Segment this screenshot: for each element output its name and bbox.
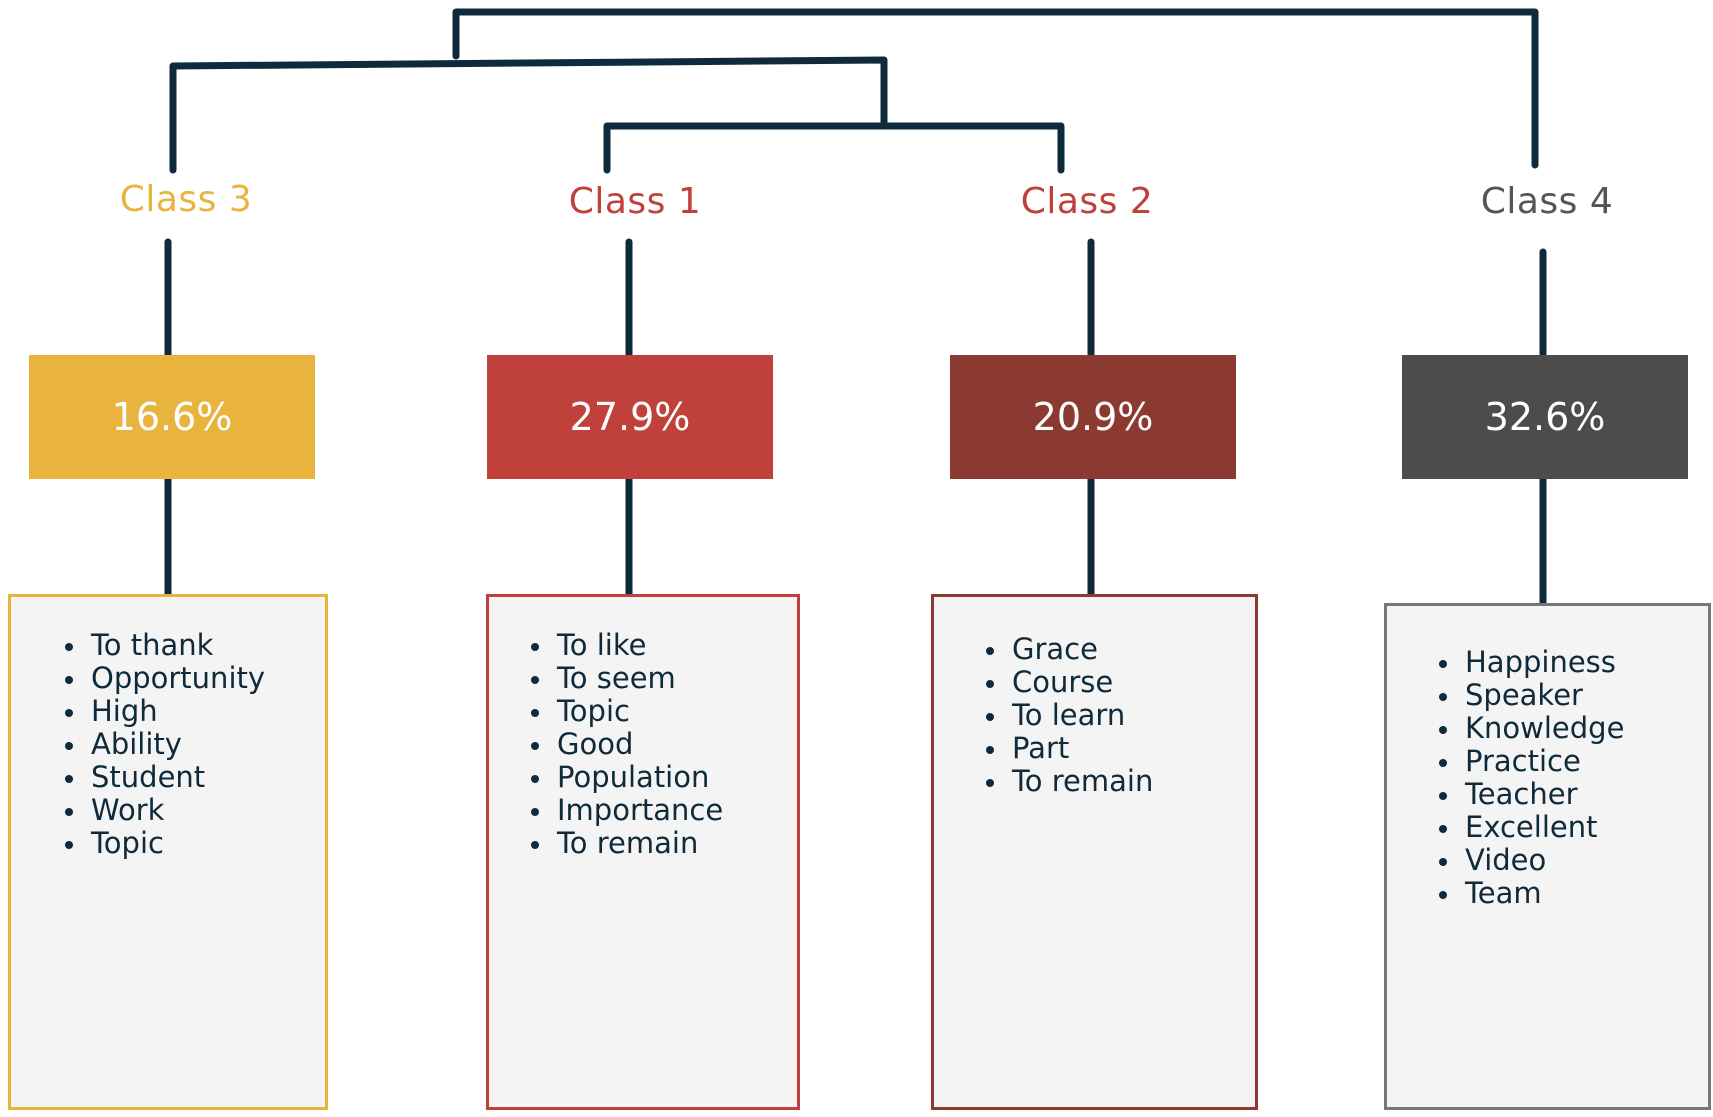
- list-item: Ability: [59, 728, 325, 761]
- list-item: Part: [980, 732, 1255, 765]
- percent-box-class1: 27.9%: [487, 355, 773, 479]
- list-item: Grace: [980, 633, 1255, 666]
- word-list-class3: To thank Opportunity High Ability Studen…: [11, 597, 325, 860]
- link-class3-cluster: [169, 56, 888, 174]
- list-item: To remain: [980, 765, 1255, 798]
- list-item: Practice: [1433, 745, 1708, 778]
- list-item: Good: [525, 728, 797, 761]
- percent-value-class1: 27.9%: [569, 395, 691, 439]
- list-item: Topic: [525, 695, 797, 728]
- percent-value-class2: 20.9%: [1032, 395, 1154, 439]
- word-list-class1: To like To seem Topic Good Population Im…: [489, 597, 797, 860]
- list-item: Importance: [525, 794, 797, 827]
- list-item: Knowledge: [1433, 712, 1708, 745]
- list-item: To like: [525, 629, 797, 662]
- list-item: Course: [980, 666, 1255, 699]
- list-item: Video: [1433, 844, 1708, 877]
- list-item: High: [59, 695, 325, 728]
- word-list-class2: Grace Course To learn Part To remain: [934, 597, 1255, 798]
- class-label-class2: Class 2: [1020, 181, 1154, 222]
- percent-value-class3: 16.6%: [111, 395, 233, 439]
- word-list-box-class2: Grace Course To learn Part To remain: [931, 594, 1258, 1110]
- class-label-class3: Class 3: [119, 179, 253, 220]
- word-list-class4: Happiness Speaker Knowledge Practice Tea…: [1387, 606, 1708, 910]
- list-item: Population: [525, 761, 797, 794]
- list-item: Opportunity: [59, 662, 325, 695]
- root-link: [452, 8, 1539, 169]
- percent-box-class4: 32.6%: [1402, 355, 1688, 479]
- class-label-class4: Class 4: [1480, 181, 1614, 222]
- list-item: Team: [1433, 877, 1708, 910]
- percent-box-class3: 16.6%: [29, 355, 315, 479]
- list-item: Student: [59, 761, 325, 794]
- list-item: Work: [59, 794, 325, 827]
- list-item: To thank: [59, 629, 325, 662]
- percent-box-class2: 20.9%: [950, 355, 1236, 479]
- list-item: Happiness: [1433, 646, 1708, 679]
- list-item: To seem: [525, 662, 797, 695]
- link-class1-class2: [603, 122, 1065, 174]
- word-list-box-class1: To like To seem Topic Good Population Im…: [486, 594, 800, 1110]
- list-item: Speaker: [1433, 679, 1708, 712]
- class-label-class1: Class 1: [568, 181, 702, 222]
- list-item: To learn: [980, 699, 1255, 732]
- list-item: To remain: [525, 827, 797, 860]
- word-list-box-class4: Happiness Speaker Knowledge Practice Tea…: [1384, 603, 1711, 1110]
- word-list-box-class3: To thank Opportunity High Ability Studen…: [8, 594, 328, 1110]
- list-item: Teacher: [1433, 778, 1708, 811]
- list-item: Excellent: [1433, 811, 1708, 844]
- percent-value-class4: 32.6%: [1484, 395, 1606, 439]
- list-item: Topic: [59, 827, 325, 860]
